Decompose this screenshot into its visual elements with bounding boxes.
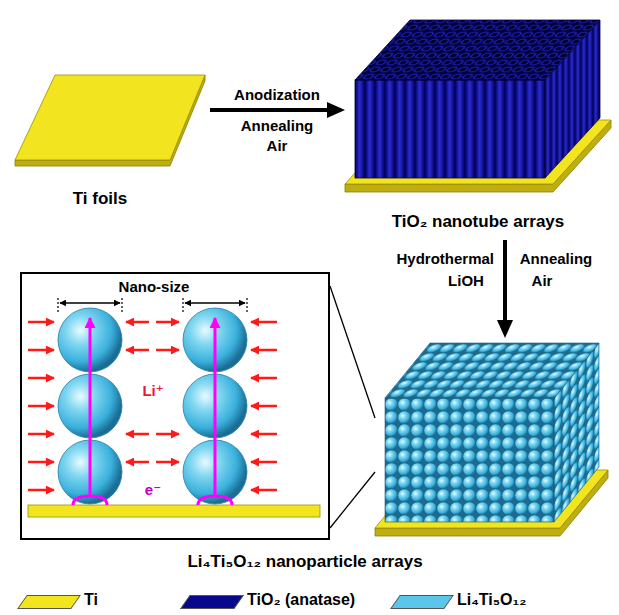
process-condition: LiOH (448, 272, 484, 289)
ion-label: Li⁺ (142, 382, 163, 399)
electron-label: e⁻ (145, 481, 161, 498)
ti-foil (15, 75, 205, 166)
legend-swatch (390, 595, 454, 609)
legend-label: Li₄Ti₅O₁₂ (457, 591, 526, 609)
stage-panel: Ti foils (10, 60, 210, 215)
dimension-label: Nano-size (119, 278, 190, 295)
zoom-line (330, 286, 375, 418)
stage-label: TiO₂ nanotube arrays (392, 212, 565, 232)
legend-label: Ti (84, 591, 98, 609)
edge-label: Hydrothermal (396, 250, 494, 267)
stage-panel: Li₄Ti₅O₁₂ nanoparticle arrays (375, 338, 612, 540)
process-condition: Air (532, 272, 553, 289)
legend-label: TiO₂ (anatase) (247, 591, 355, 609)
legend-swatch (17, 595, 81, 609)
stage-label: Li₄Ti₅O₁₂ nanoparticle arrays (187, 552, 422, 572)
process-arrow (210, 108, 337, 112)
inset-box: Nano-size (20, 272, 330, 540)
process-condition: Annealing (520, 250, 593, 267)
nanoparticle-array (375, 343, 608, 536)
stage-label: Ti foils (73, 189, 127, 209)
inset-illustration (28, 298, 320, 517)
process-condition: Annealing (241, 117, 314, 134)
nanotube-array (345, 20, 611, 192)
edge-label: Anodization (234, 86, 320, 103)
zoom-line (330, 472, 375, 528)
process-arrow (503, 240, 507, 330)
legend-swatch (180, 595, 244, 609)
process-condition: Air (267, 137, 288, 154)
stage-panel: TiO₂ nanotube arrays (345, 10, 612, 240)
